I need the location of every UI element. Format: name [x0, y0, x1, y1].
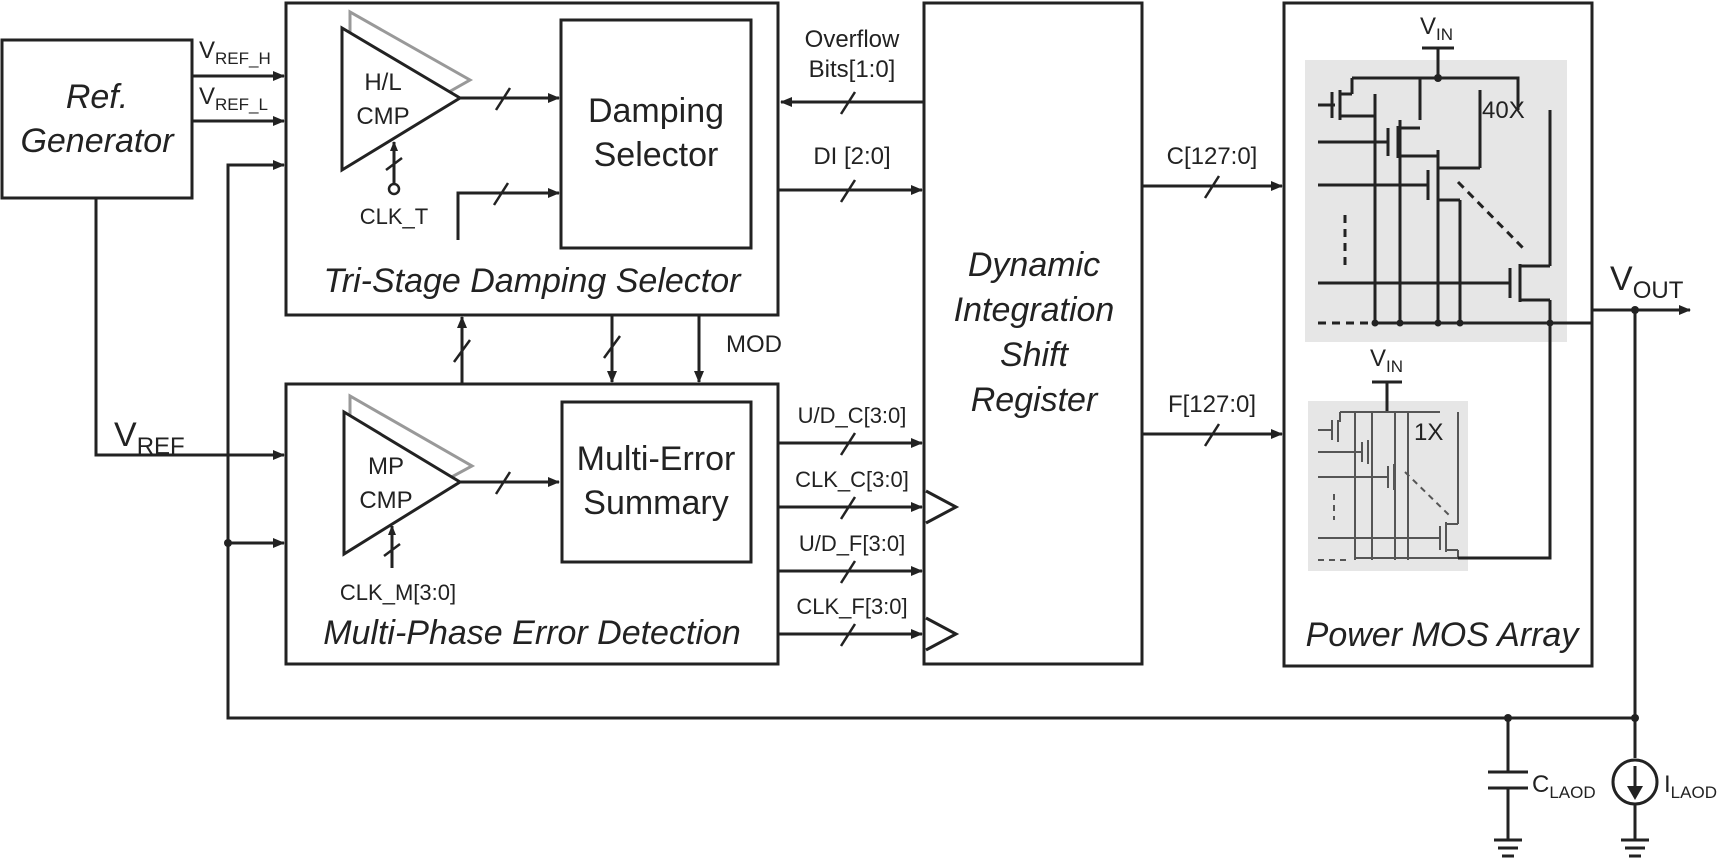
vref-label: VREF — [114, 416, 185, 460]
inter-block-wires: MOD — [452, 315, 782, 384]
vin-40x-label: VIN — [1420, 13, 1453, 44]
feedback-wire — [224, 160, 1637, 720]
vref-l-label: VREF_L — [199, 83, 268, 114]
clk-m-label: CLK_M[3:0] — [340, 580, 456, 605]
tri-stage-block: H/L CMP CLK_T Damping Selector Tri-Stage… — [284, 1, 780, 317]
mos-40x-schematic: 40X — [1318, 74, 1554, 327]
clk-c-label: CLK_C[3:0] — [795, 467, 909, 492]
cload-label: CLAOD — [1532, 771, 1596, 802]
c-bus-label: C[127:0] — [1167, 143, 1258, 170]
hl-cmp-label-2: CMP — [356, 103, 409, 130]
overflow-label-1: Overflow — [805, 26, 900, 53]
overflow-label-2: Bits[1:0] — [809, 56, 896, 83]
clk-f-label: CLK_F[3:0] — [796, 594, 907, 619]
vref-wire: VREF — [94, 198, 285, 460]
mult-40x-label: 40X — [1482, 97, 1525, 124]
ref-generator-label-2: Generator — [20, 122, 175, 160]
multiphase-title: Multi-Phase Error Detection — [323, 614, 741, 652]
vin-1x-label: VIN — [1370, 345, 1403, 376]
vref-hl-wires: VREF_H VREF_L — [192, 37, 285, 126]
disr-label-1: Dynamic — [968, 246, 1100, 284]
iload-label: ILAOD — [1664, 771, 1717, 802]
f-bus-label: F[127:0] — [1168, 391, 1256, 418]
ref-generator-label-1: Ref. — [66, 78, 128, 116]
load-network: CLAOD ILAOD — [1488, 714, 1717, 858]
mp-cmp-label-2: CMP — [359, 487, 412, 514]
mes-label-1: Multi-Error — [577, 440, 736, 478]
mp-cmp-label-1: MP — [368, 453, 404, 480]
clk-t-label: CLK_T — [360, 204, 428, 229]
vref-h-label: VREF_H — [199, 37, 271, 68]
power-mos-block: VIN — [1282, 1, 1594, 668]
damping-label-1: Damping — [588, 92, 724, 130]
power-mos-title: Power MOS Array — [1306, 616, 1581, 654]
di-label: DI [2:0] — [813, 143, 890, 170]
ud-c-label: U/D_C[3:0] — [798, 403, 907, 428]
mes-label-2: Summary — [583, 484, 728, 522]
output-bus-wires: C[127:0] F[127:0] — [1142, 143, 1283, 447]
disr-label-4: Register — [971, 381, 1099, 419]
tri-stage-title: Tri-Stage Damping Selector — [324, 262, 743, 300]
disr-label-3: Shift — [1000, 336, 1070, 374]
damping-label-2: Selector — [594, 136, 719, 174]
multiphase-block: MP CMP CLK_M[3:0] Multi-Error Summary Mu… — [284, 382, 780, 666]
disr-block: Dynamic Integration Shift Register — [922, 1, 1144, 666]
mos-1x-schematic: 1X — [1318, 411, 1459, 561]
vout-label: VOUT — [1610, 260, 1684, 304]
vout-output: VOUT — [1552, 260, 1691, 325]
hl-cmp-label-1: H/L — [364, 69, 401, 96]
ref-generator-block: Ref. Generator — [0, 38, 194, 200]
mult-1x-label: 1X — [1414, 419, 1443, 446]
mod-label: MOD — [726, 331, 782, 358]
disr-input-wires: Overflow Bits[1:0] DI [2:0] U/D_C[3:0] C… — [778, 26, 924, 647]
disr-label-2: Integration — [954, 291, 1115, 329]
ud-f-label: U/D_F[3:0] — [799, 531, 905, 556]
